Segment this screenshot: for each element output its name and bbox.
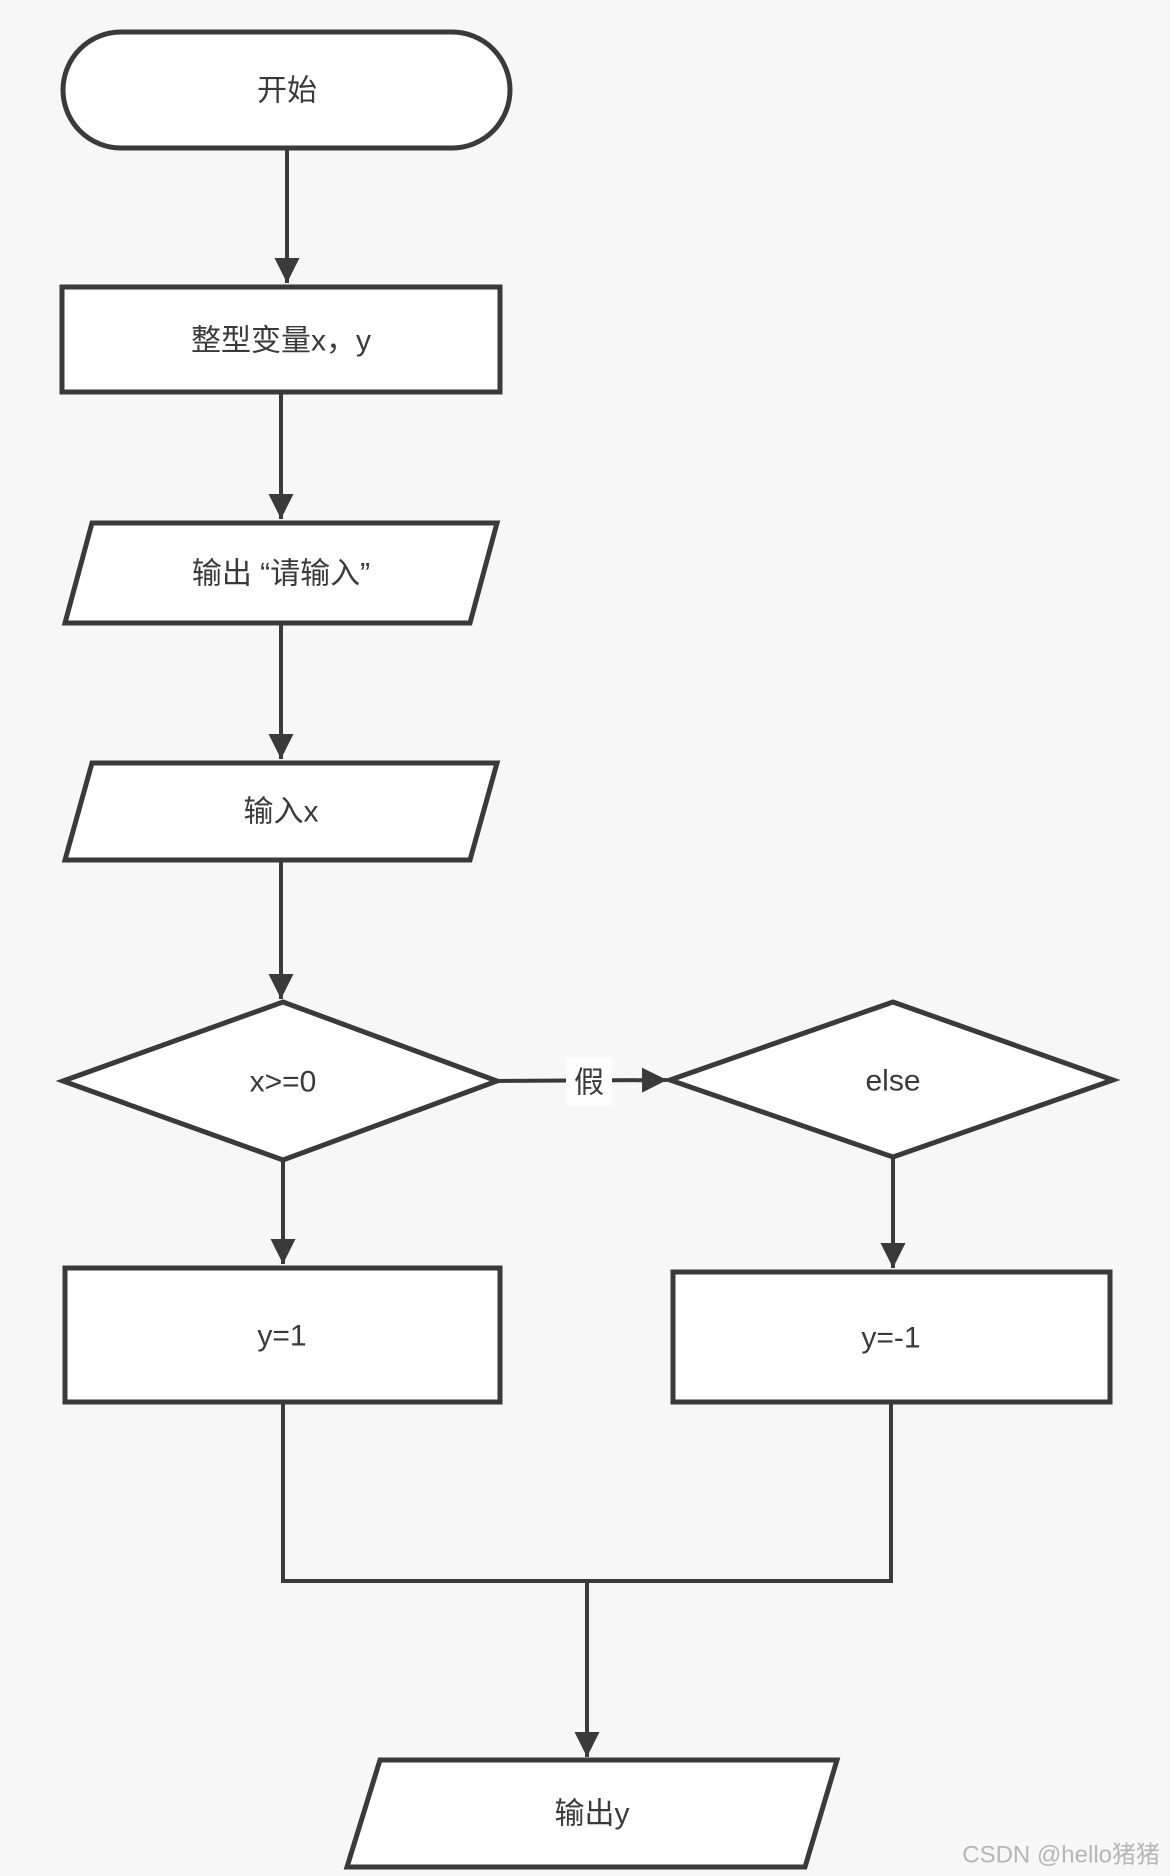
output-io-parallelogram bbox=[343, 1757, 841, 1870]
input-io-parallelogram bbox=[61, 760, 501, 863]
else-label: else bbox=[865, 1065, 920, 1098]
false-edge-label-bg bbox=[566, 1058, 612, 1106]
declare-process-box bbox=[59, 284, 503, 395]
assign-negative-box bbox=[670, 1269, 1113, 1405]
merge-connector bbox=[281, 1402, 893, 1583]
assign-positive-box bbox=[62, 1265, 503, 1405]
prompt-label: 输出 “请输入” bbox=[192, 558, 370, 591]
condition-diamond bbox=[55, 999, 505, 1163]
prompt-io-parallelogram bbox=[61, 520, 501, 626]
watermark-text: CSDN @hello猪猪 bbox=[962, 1842, 1160, 1869]
declare-label: 整型变量x，y bbox=[191, 325, 371, 358]
start-label: 开始 bbox=[257, 75, 317, 108]
false-edge-label: 假 bbox=[574, 1067, 604, 1100]
start-terminator bbox=[60, 29, 513, 151]
condition-label: x>=0 bbox=[250, 1066, 317, 1099]
output-label: 输出y bbox=[555, 1798, 630, 1831]
input-label: 输入x bbox=[244, 796, 319, 829]
else-diamond bbox=[662, 999, 1121, 1160]
assign-negative-label: y=-1 bbox=[861, 1322, 920, 1355]
assign-positive-label: y=1 bbox=[257, 1320, 306, 1353]
